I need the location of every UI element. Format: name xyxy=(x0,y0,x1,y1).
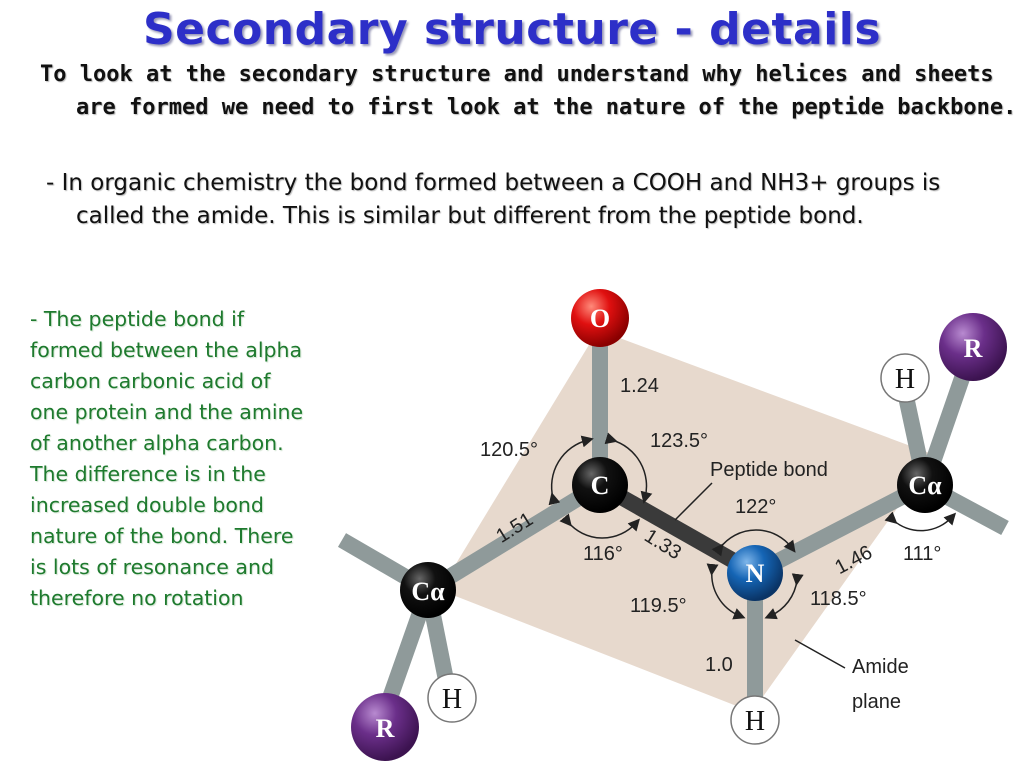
intro-paragraph: To look at the secondary structure and u… xyxy=(40,62,1017,120)
atom-oxygen-label: O xyxy=(590,304,610,333)
arc-120-5 xyxy=(548,435,594,506)
arc-123-5 xyxy=(604,432,653,504)
angle-arcs xyxy=(548,432,957,620)
atom-nitrogen-label: N xyxy=(746,559,765,588)
atom-h-nitrogen-label: H xyxy=(745,706,765,737)
arc-111 xyxy=(884,511,957,532)
angle-119-5: 119.5° xyxy=(630,595,687,617)
slide-title: Secondary structure - details xyxy=(142,4,882,55)
arc-118-5 xyxy=(764,573,804,620)
amide-plane xyxy=(440,330,935,712)
peptide-bond-label: Peptide bond xyxy=(710,459,828,481)
amide-plane-label-line1: Amide xyxy=(852,656,909,678)
atom-nitrogen: N xyxy=(727,545,783,601)
atom-r-left-label: R xyxy=(376,714,395,743)
atom-c-alpha-right: Cα xyxy=(897,457,953,513)
atom-h-left-label: H xyxy=(442,684,462,715)
angle-116: 116° xyxy=(583,543,623,565)
arc-122 xyxy=(711,529,796,557)
atom-c-alpha-left: Cα xyxy=(400,562,456,618)
atom-r-right: R xyxy=(939,313,1007,381)
atom-c-alpha-left-label: Cα xyxy=(411,577,445,606)
atom-carbon-label: C xyxy=(591,471,610,500)
angle-118-5: 118.5° xyxy=(810,588,867,610)
atom-h-nitrogen: H xyxy=(730,695,780,745)
length-c-o: 1.24 xyxy=(620,375,659,397)
peptide-bond-note: - The peptide bond if formed between the… xyxy=(30,307,304,610)
arc-116 xyxy=(559,513,641,539)
angle-120-5: 120.5° xyxy=(480,439,538,461)
length-n-h: 1.0 xyxy=(705,654,733,676)
atom-c-alpha-right-label: Cα xyxy=(908,471,942,500)
atom-h-left: H xyxy=(427,673,477,723)
angle-122: 122° xyxy=(735,496,776,518)
atom-r-left: R xyxy=(351,693,419,761)
amide-plane-label-line2: plane xyxy=(852,691,901,713)
bond-n-ca xyxy=(751,477,929,581)
peptide-bond-pointer xyxy=(674,482,713,521)
atom-r-right-label: R xyxy=(964,334,983,363)
amide-note-paragraph: - In organic chemistry the bond formed b… xyxy=(46,170,941,229)
angle-111: 111° xyxy=(903,543,941,565)
atom-h-right-label: H xyxy=(895,364,915,395)
atom-oxygen: O xyxy=(571,289,629,347)
atom-h-right: H xyxy=(880,353,930,403)
amide-plane-pointer xyxy=(794,639,846,669)
angle-123-5: 123.5° xyxy=(650,430,708,452)
arc-119-5 xyxy=(706,563,746,620)
atom-carbon: C xyxy=(572,457,628,513)
